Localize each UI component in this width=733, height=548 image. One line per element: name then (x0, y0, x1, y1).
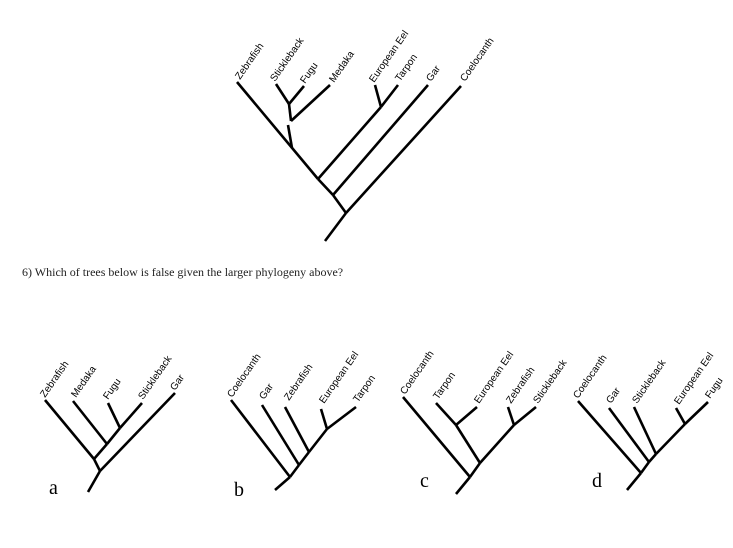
tree-a-branch-to-zebrafish (43, 399, 96, 460)
tree-b-label-zebrafish: Zebrafish (282, 362, 315, 402)
taxon-label-medaka: Medaka (327, 49, 357, 85)
question-text: 6) Which of trees below is false given t… (22, 265, 343, 279)
tree-d-root-stem (625, 472, 643, 491)
tree-a-branch-to-teleost-node (92, 458, 102, 472)
branch-to-teleost-node (317, 178, 334, 196)
tree-a-label-gar: Gar (168, 372, 187, 393)
branch-to-coelocanth (345, 85, 462, 214)
tree-c-label-stickleback: Stickleback (531, 357, 570, 406)
tree-b-letter: b (234, 479, 244, 501)
tree-c-branch-to-ingroup-node (468, 462, 482, 478)
tree-a-branch-to-fugu-stickleback-node (105, 427, 122, 445)
taxon-label-gar: Gar (424, 63, 443, 84)
tree-d-letter: d (592, 470, 602, 492)
tree-b-branch-to-coelocanth (229, 399, 292, 478)
tree-c-branch-to-tarpon-eel-node (454, 424, 482, 464)
branch-to-stickleback-fugu-node (287, 103, 293, 122)
taxon-label-zebrafish: Zebrafish (233, 41, 266, 81)
taxon-label-fugu: Fugu (298, 61, 320, 86)
main-tree-labels: Zebrafish Stickleback Fugu Medaka Europe… (233, 29, 496, 86)
tree-b-branch-to-teleost-node (297, 451, 311, 466)
tree-a-branch-to-gar (99, 392, 176, 472)
tree-a-branch-to-medaka (71, 400, 109, 445)
tree-d-branch-to-gar-node (639, 461, 651, 474)
tree-d-branch-to-european-eel (674, 407, 687, 425)
tree-b-label-tarpon: Tarpon (351, 373, 378, 404)
tree-a-label-fugu: Fugu (101, 377, 123, 402)
tree-d-branch-to-stickleback (632, 406, 658, 455)
root-stem (323, 212, 348, 242)
option-tree-c: Coelocanth Tarpon European Eel Zebrafish… (398, 349, 570, 495)
branch-to-acanthomorph-node (286, 124, 294, 149)
branch-to-european-eel (373, 84, 383, 108)
tree-d-branch-to-eel-fugu-node (655, 423, 686, 455)
tree-d-label-gar: Gar (604, 385, 623, 406)
taxon-label-tarpon: Tarpon (393, 52, 420, 83)
tree-a-label-stickleback: Stickleback (136, 353, 175, 402)
tree-a-root-stem (86, 470, 102, 493)
option-tree-d: Coelocanth Gar Stickleback European Eel … (571, 351, 725, 492)
branch-to-medaka (290, 84, 331, 122)
tree-a-letter: a (49, 477, 58, 499)
tree-b-branch-to-zebrafish (283, 406, 311, 453)
branch-to-eel-tarpon-node (317, 106, 382, 180)
tree-d-branch-to-teleost-node (648, 453, 657, 463)
branch-to-tarpon (379, 84, 400, 108)
tree-c-label-tarpon: Tarpon (431, 370, 458, 401)
tree-a-branch-to-inner-node (93, 443, 108, 460)
tree-d-label-stickleback: Stickleback (630, 357, 669, 406)
tree-d-branch-to-coelocanth (577, 400, 642, 474)
tree-b-branch-to-gar (260, 404, 301, 466)
tree-c-branch-to-zebrafish (506, 406, 516, 426)
option-tree-a: Zebrafish Medaka Fugu Stickleback Gar a (38, 353, 187, 499)
tree-c-root-stem (454, 476, 472, 495)
option-tree-b: Coelocanth Gar Zebrafish European Eel Ta… (225, 350, 378, 501)
tree-c-branch-to-stickleback (513, 405, 537, 427)
tree-d-label-fugu: Fugu (703, 376, 725, 401)
tree-a-branch-to-fugu (106, 402, 122, 429)
main-tree-branches (236, 81, 462, 242)
tree-b-branch-to-eel-tarpon-node (307, 428, 329, 453)
branch-to-gar-node (331, 194, 348, 214)
tree-c-letter: c (420, 470, 429, 492)
tree-c-branch-to-zebrafish-stickleback-node (479, 424, 515, 464)
tree-b-label-coelocanth: Coelocanth (225, 352, 263, 400)
branch-to-zebrafish (236, 81, 319, 180)
tree-a-label-zebrafish: Zebrafish (38, 359, 71, 399)
tree-b-branch-to-gar-node (288, 464, 301, 478)
tree-d-label-coelocanth: Coelocanth (571, 353, 609, 401)
branch-to-stickleback (274, 83, 291, 105)
tree-b-label-gar: Gar (257, 381, 276, 402)
tree-a-label-medaka: Medaka (69, 364, 99, 400)
tree-b-root-stem (274, 476, 291, 491)
tree-c-branch-to-coelocanth (402, 396, 471, 478)
tree-c-branch-to-tarpon (435, 402, 457, 426)
branch-to-gar (332, 84, 429, 196)
main-phylogeny: Zebrafish Stickleback Fugu Medaka Europe… (233, 29, 496, 242)
tree-c-label-coelocanth: Coelocanth (398, 349, 436, 397)
branch-to-fugu (288, 85, 305, 105)
taxon-label-coelocanth: Coelocanth (458, 36, 496, 84)
tree-d-branch-to-gar (607, 407, 651, 463)
tree-c-branch-to-european-eel (455, 406, 478, 426)
tree-b-branch-to-european-eel (319, 408, 329, 430)
tree-a-branch-to-stickleback (119, 402, 143, 429)
tree-b-branch-to-tarpon (326, 405, 357, 431)
tree-d-branch-to-fugu (684, 401, 709, 425)
